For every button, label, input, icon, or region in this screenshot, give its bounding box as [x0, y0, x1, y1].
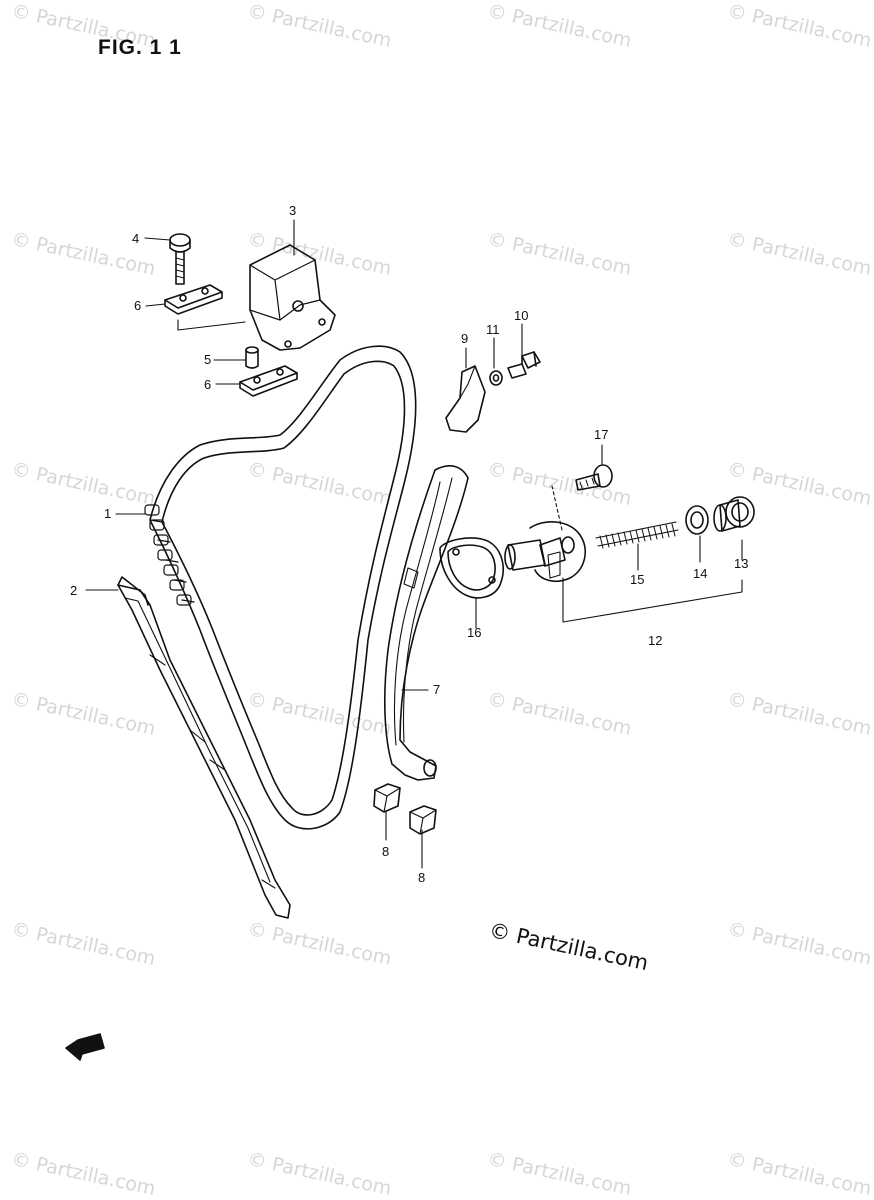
figure-title: FIG. 1 1	[98, 36, 182, 59]
callout-6a: 6	[134, 298, 141, 313]
callout-9: 9	[461, 331, 468, 346]
pin-5[interactable]	[245, 346, 259, 369]
callout-7: 7	[433, 682, 440, 697]
callout-labels: 1 2 3 4 5 6 6 7 8 8 9 10 11 12 13 14 15 …	[70, 203, 748, 885]
callout-13: 13	[734, 556, 748, 571]
callout-12: 12	[648, 633, 662, 648]
gasket-16[interactable]	[439, 537, 504, 599]
chain-guide-front[interactable]	[117, 576, 291, 919]
bolt-4[interactable]	[169, 233, 191, 285]
callout-16: 16	[467, 625, 481, 640]
leader-line	[177, 319, 246, 331]
cushion-8a[interactable]	[373, 783, 401, 813]
callout-8a: 8	[382, 844, 389, 859]
callout-10: 10	[514, 308, 528, 323]
spring-15[interactable]	[595, 521, 679, 549]
callout-1: 1	[104, 506, 111, 521]
chain-guide-top[interactable]	[249, 244, 336, 351]
washer-14[interactable]	[685, 505, 709, 535]
callout-14: 14	[693, 566, 707, 581]
callout-leaders	[85, 219, 743, 869]
callout-6b: 6	[204, 377, 211, 392]
guide-pad-9[interactable]	[445, 365, 486, 433]
callout-5: 5	[204, 352, 211, 367]
washer-11[interactable]	[489, 370, 503, 386]
callout-11: 11	[486, 322, 500, 337]
callout-15: 15	[630, 572, 644, 587]
plate-6a[interactable]	[164, 284, 223, 315]
cushion-8b[interactable]	[409, 805, 437, 835]
callout-4: 4	[132, 231, 139, 246]
callout-2: 2	[70, 583, 77, 598]
cam-chain[interactable]	[144, 345, 417, 830]
callout-8b: 8	[418, 870, 425, 885]
bolt-17[interactable]	[575, 464, 613, 491]
chain-guide-rear[interactable]	[383, 465, 469, 781]
callout-3: 3	[289, 203, 296, 218]
tensioner-12[interactable]	[504, 521, 586, 582]
forward-arrow-icon: FWD	[65, 1033, 105, 1061]
cap-bolt-13[interactable]	[713, 496, 755, 532]
plate-6b[interactable]	[239, 365, 298, 397]
bolt-10[interactable]	[507, 351, 541, 379]
callout-17: 17	[594, 427, 608, 442]
